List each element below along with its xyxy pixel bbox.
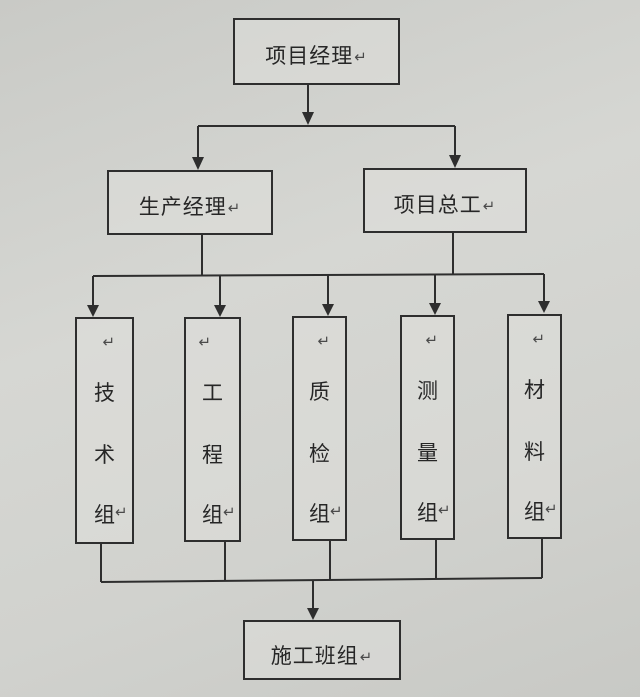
return-mark-icon: ↵ [354,47,368,66]
arrow-head [538,301,550,313]
node-survey-group: ↵ 测 量 组↵ [400,315,455,540]
node-technical-group: ↵ 技 术 组↵ [75,317,134,544]
return-mark-icon: ↵ [532,330,546,348]
return-mark-icon: ↵ [198,333,212,351]
return-mark-icon: ↵ [223,503,236,521]
node-label: 施工班组↵ [270,644,374,668]
return-mark-icon: ↵ [438,501,451,519]
node-label: 项目总工↵ [393,192,497,217]
arrow-head [449,155,461,168]
node-production-manager: 生产经理↵ [107,170,273,235]
return-mark-icon: ↵ [482,196,497,215]
return-mark-icon: ↵ [115,503,128,521]
node-engineering-group: ↵ 工 程 组↵ [184,317,241,542]
arrow-head [214,305,226,317]
arrow-head [307,608,319,620]
node-construction-crew: 施工班组↵ [243,620,401,680]
return-mark-icon: ↵ [425,331,439,349]
node-materials-group: ↵ 材 料 组↵ [507,314,562,539]
node-project-manager: 项目经理↵ [233,18,400,85]
return-mark-icon: ↵ [102,333,116,351]
arrow-head [302,112,314,125]
arrow-head [87,305,99,317]
return-mark-icon: ↵ [317,332,331,350]
arrow-head [429,303,441,315]
arrow-head [322,304,334,316]
connector-bottom-bus [100,577,543,583]
arrow-head [192,157,204,170]
return-mark-icon: ↵ [545,500,558,518]
return-mark-icon: ↵ [227,198,242,217]
node-quality-inspection-group: ↵ 质 检 组↵ [292,316,347,541]
return-mark-icon: ↵ [330,502,343,520]
node-label: 项目经理↵ [265,43,368,68]
return-mark-icon: ↵ [359,648,374,666]
connector-groups-bus [92,273,545,277]
node-label: 生产经理↵ [138,194,242,219]
node-chief-engineer: 项目总工↵ [363,168,527,233]
